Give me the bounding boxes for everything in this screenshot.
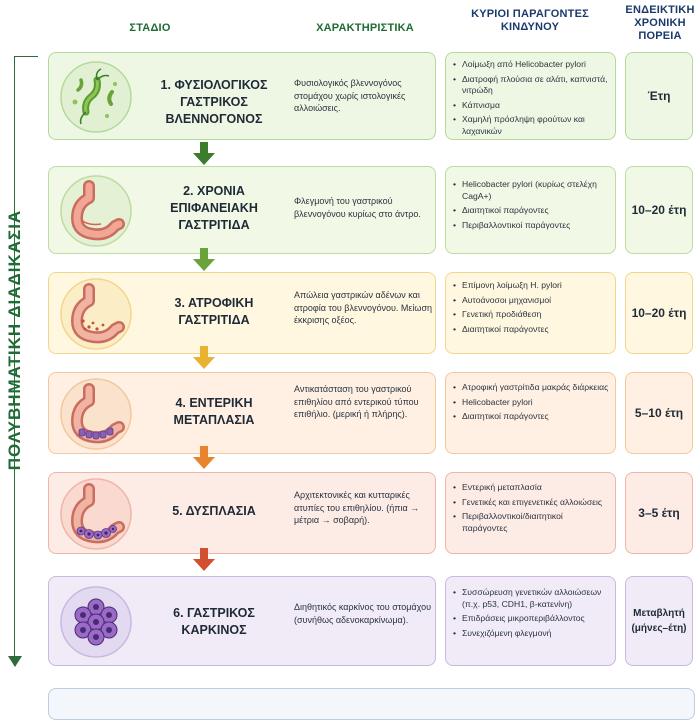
stage-3-description: Απώλεια γαστρικών αδένων και ατροφία του…	[294, 290, 433, 325]
stage-5-risk-item: Περιβαλλοντικοί/διαιτητικοί παράγοντες	[453, 511, 609, 534]
stage-6-risk-list: Συσσώρευση γενετικών αλλοιώσεων (π.χ. p5…	[446, 577, 615, 639]
stage-4-box: 4. ΕΝΤΕΡΙΚΗ ΜΕΤΑΠΛΑΣΙΑ Αντικατάσταση του…	[48, 372, 436, 454]
stage-4-risk-list: Ατροφική γαστρίτιδα μακράς διάρκειας Hel…	[446, 373, 615, 423]
dysplasia-stomach-icon	[60, 478, 132, 550]
cancer-cells-icon	[60, 586, 132, 658]
stage-6-risk-box: Συσσώρευση γενετικών αλλοιώσεων (π.χ. p5…	[445, 576, 616, 666]
metaplasia-stomach-icon	[60, 378, 132, 450]
stage-1-risk-item: Λοίμωξη από Helicobacter pylori	[453, 59, 609, 71]
stage-4-risk-item: Διαιτητικοί παράγοντες	[453, 411, 609, 423]
stage-5-risk-item: Εντερική μεταπλασία	[453, 482, 609, 494]
stage-3-course: 10–20 έτη	[625, 272, 693, 354]
stage-2-risk-list: Helicobacter pylori (κυρίως στελέχη CagA…	[446, 167, 615, 231]
stage-2-description: Φλεγμονή του γαστρικού βλεννογόνου κυρίω…	[294, 196, 421, 219]
stage-6-risk-item: Επιδράσεις μικροπεριβάλλοντος	[453, 613, 609, 625]
stage-1-risk-item: Διατροφή πλούσια σε αλάτι, καπνιστά, νιτ…	[453, 74, 609, 97]
stage-1-risk-item: Χαμηλή πρόσληψη φρούτων και λαχανικών	[453, 114, 609, 137]
stage-4-description: Αντικατάσταση του γαστρικού επιθηλίου απ…	[294, 384, 419, 419]
stage-2-title: 2. ΧΡΟΝΙΑ ΕΠΙΦΑΝΕΙΑΚΗ ΓΑΣΤΡΙΤΙΔΑ	[170, 184, 258, 232]
stage-3-title: 3. ΑΤΡΟΦΙΚΗ ΓΑΣΤΡΙΤΙΔΑ	[174, 296, 254, 327]
bottom-note-box	[48, 688, 695, 720]
stage-2-risk-box: Helicobacter pylori (κυρίως στελέχη CagA…	[445, 166, 616, 254]
stage-5-box: 5. ΔΥΣΠΛΑΣΙΑ Αρχιτεκτονικές και κυτταρικ…	[48, 472, 436, 554]
bacteria-icon	[60, 61, 132, 133]
process-bracket-top	[14, 56, 38, 57]
stage-3-arrow-icon	[193, 346, 215, 369]
stage-5-title: 5. ΔΥΣΠΛΑΣΙΑ	[172, 504, 256, 518]
stage-5-risk-box: Εντερική μεταπλασία Γενετικές και επιγεν…	[445, 472, 616, 554]
process-label: ΠΟΛΥΒΗΜΑΤΙΚΗ ΔΙΑΔΙΚΑΣΙΑ	[5, 209, 24, 471]
header-course: ΕΝΔΕΙΚΤΙΚΗ ΧΡΟΝΙΚΗ ΠΟΡΕΙΑ	[625, 4, 695, 42]
stage-4-risk-box: Ατροφική γαστρίτιδα μακράς διάρκειας Hel…	[445, 372, 616, 454]
stage-6-risk-item: Συσσώρευση γενετικών αλλοιώσεων (π.χ. p5…	[453, 587, 609, 610]
stage-4-risk-item: Helicobacter pylori	[453, 397, 609, 409]
stage-2-box: 2. ΧΡΟΝΙΑ ΕΠΙΦΑΝΕΙΑΚΗ ΓΑΣΤΡΙΤΙΔΑ Φλεγμον…	[48, 166, 436, 254]
stage-5-description: Αρχιτεκτονικές και κυτταρικές ατυπίες το…	[294, 490, 420, 525]
stage-5-risk-item: Γενετικές και επιγενετικές αλλοιώσεις	[453, 497, 609, 509]
stage-1-risk-list: Λοίμωξη από Helicobacter pylori Διατροφή…	[446, 53, 615, 137]
stage-1-title: 1. ΦΥΣΙΟΛΟΓΙΚΟΣ ΓΑΣΤΡΙΚΟΣ ΒΛΕΝΝΟΓΟΝΟΣ	[160, 78, 268, 126]
atrophic-stomach-icon	[60, 278, 132, 350]
stage-2-risk-item: Διαιτητικοί παράγοντες	[453, 205, 609, 217]
stage-3-risk-item: Γενετική προδιάθεση	[453, 309, 609, 321]
stage-4-course: 5–10 έτη	[625, 372, 693, 454]
stage-6-title: 6. ΓΑΣΤΡΙΚΟΣ ΚΑΡΚΙΝΟΣ	[173, 606, 255, 637]
stage-3-box: 3. ΑΤΡΟΦΙΚΗ ΓΑΣΤΡΙΤΙΔΑ Απώλεια γαστρικών…	[48, 272, 436, 354]
stage-3-risk-item: Αυτοάνοσοι μηχανισμοί	[453, 295, 609, 307]
header-risk-factors: ΚΥΡΙΟΙ ΠΑΡΑΓΟΝΤΕΣ ΚΙΝΔΥΝΟΥ	[471, 8, 589, 33]
stage-5-course: 3–5 έτη	[625, 472, 693, 554]
stage-2-risk-item: Helicobacter pylori (κυρίως στελέχη CagA…	[453, 179, 609, 202]
stage-3-risk-list: Επίμονη λοίμωξη H. pylori Αυτοάνοσοι μηχ…	[446, 273, 615, 335]
stage-2-risk-item: Περιβαλλοντικοί παράγοντες	[453, 220, 609, 232]
header-characteristics: ΧΑΡΑΚΤΗΡΙΣΤΙΚΑ	[316, 22, 414, 34]
stage-3-risk-item: Διαιτητικοί παράγοντες	[453, 324, 609, 336]
stage-2-arrow-icon	[193, 248, 215, 271]
stage-4-title: 4. ΕΝΤΕΡΙΚΗ ΜΕΤΑΠΛΑΣΙΑ	[173, 396, 255, 427]
stage-3-risk-item: Επίμονη λοίμωξη H. pylori	[453, 280, 609, 292]
header-stage: ΣΤΑΔΙΟ	[129, 22, 171, 34]
stage-6-description: Διηθητικός καρκίνος του στομάχου (συνήθω…	[294, 602, 432, 625]
stage-1-risk-item: Κάπνισμα	[453, 100, 609, 112]
stage-4-arrow-icon	[193, 446, 215, 469]
stage-2-course: 10–20 έτη	[625, 166, 693, 254]
stomach-icon	[60, 175, 132, 247]
stage-6-course: Μεταβλητή (μήνες–έτη)	[625, 576, 693, 666]
stage-5-arrow-icon	[193, 548, 215, 571]
stage-1-description: Φυσιολογικός βλεννογόνος στομάχου χωρίς …	[294, 78, 406, 113]
stage-6-risk-item: Συνεχιζόμενη φλεγμονή	[453, 628, 609, 640]
process-bracket-line	[14, 56, 15, 666]
stage-5-risk-list: Εντερική μεταπλασία Γενετικές και επιγεν…	[446, 473, 615, 534]
stage-1-box: 1. ΦΥΣΙΟΛΟΓΙΚΟΣ ΓΑΣΤΡΙΚΟΣ ΒΛΕΝΝΟΓΟΝΟΣ Φυ…	[48, 52, 436, 140]
stage-4-risk-item: Ατροφική γαστρίτιδα μακράς διάρκειας	[453, 382, 609, 394]
stage-3-risk-box: Επίμονη λοίμωξη H. pylori Αυτοάνοσοι μηχ…	[445, 272, 616, 354]
process-arrow-head	[8, 656, 22, 667]
stage-1-course: Έτη	[625, 52, 693, 140]
stage-1-risk-box: Λοίμωξη από Helicobacter pylori Διατροφή…	[445, 52, 616, 140]
stage-6-box: 6. ΓΑΣΤΡΙΚΟΣ ΚΑΡΚΙΝΟΣ Διηθητικός καρκίνο…	[48, 576, 436, 666]
stage-1-arrow-icon	[193, 142, 215, 165]
